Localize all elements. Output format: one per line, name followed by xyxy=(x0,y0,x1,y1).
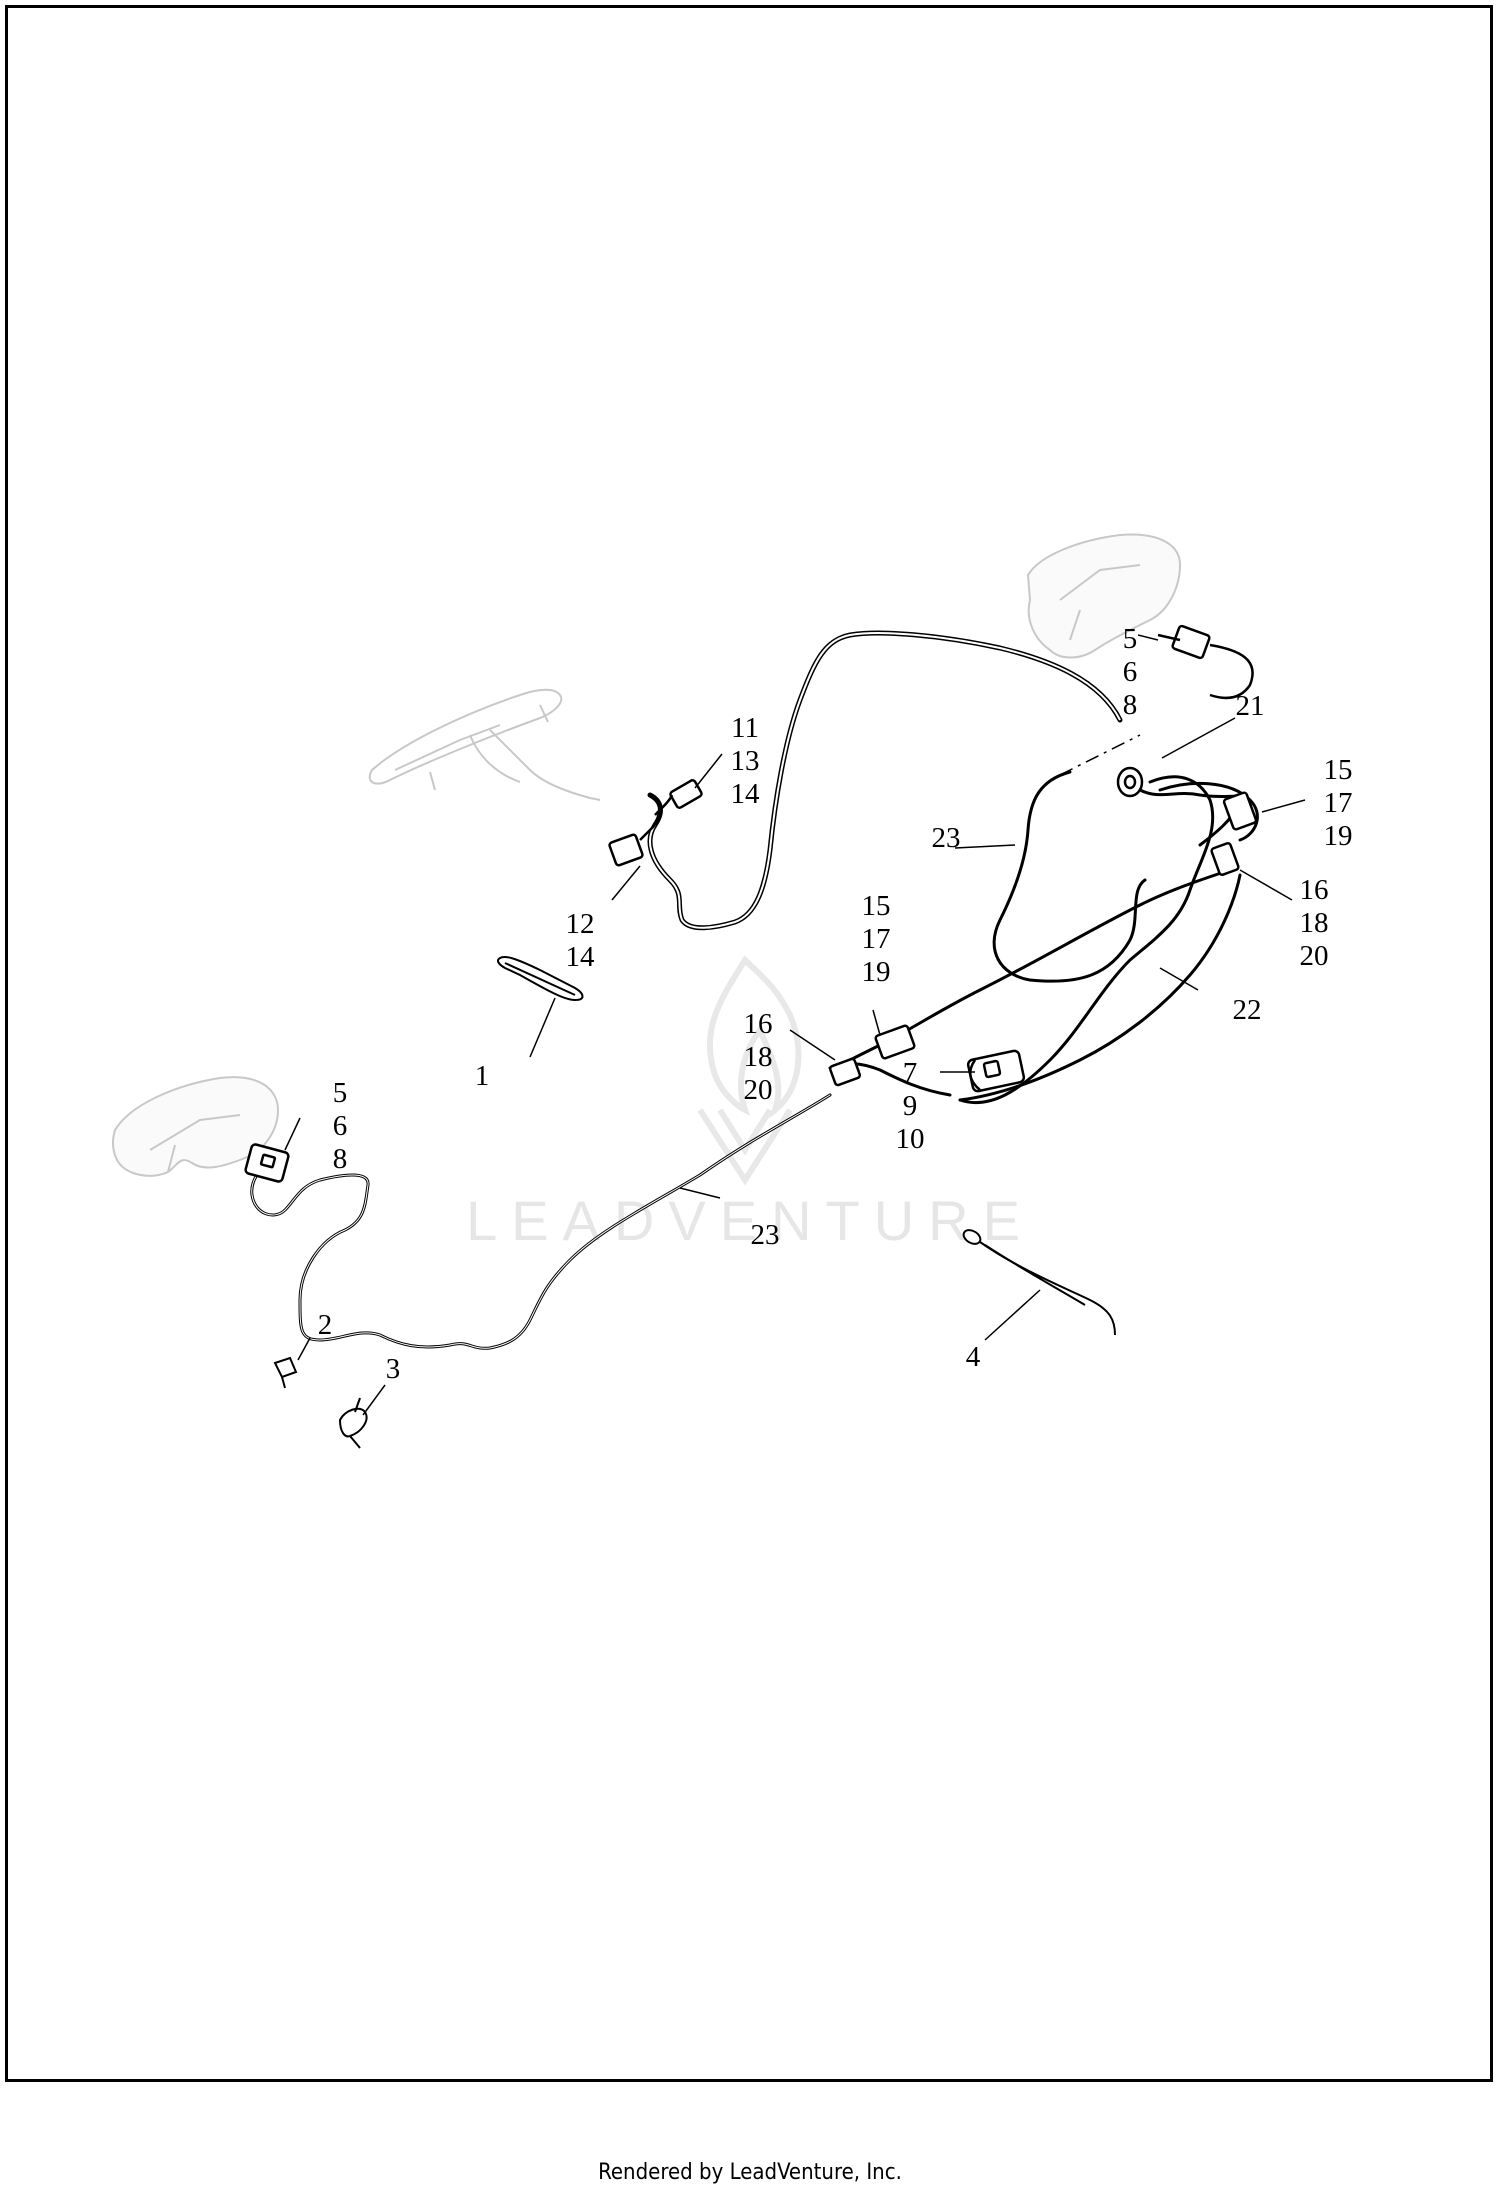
connector-15-17-19-right xyxy=(1222,791,1258,831)
callout-23-bottom: 23 xyxy=(751,1219,780,1251)
wiring-harness-branch-23 xyxy=(992,770,1147,983)
connector-top-right xyxy=(1157,624,1254,700)
watermark: LEADVENTURE xyxy=(466,955,1034,1252)
callout-3: 3 xyxy=(386,1353,401,1385)
clip-small xyxy=(273,1356,298,1389)
grommet xyxy=(1116,766,1144,798)
callout-22: 22 xyxy=(1233,994,1262,1026)
rear-light-assembly-top-ghost xyxy=(1026,533,1182,659)
connector-left xyxy=(244,1143,290,1183)
watermark-logo-icon xyxy=(697,955,802,1186)
connector-7-9-10 xyxy=(966,1049,1026,1093)
wiring-harness-lower-inner xyxy=(251,1094,831,1349)
callout-1: 1 xyxy=(475,1060,490,1092)
bulb-wire xyxy=(962,1229,1116,1336)
connector-15-17-19-center xyxy=(874,1024,916,1060)
leader-lines xyxy=(284,634,1306,1416)
callout-21: 21 xyxy=(1236,690,1265,722)
callout-2: 2 xyxy=(318,1309,333,1341)
cable-tie xyxy=(496,955,584,1002)
wiring-harness-22 xyxy=(878,775,1259,1105)
connector-16-18-20-right xyxy=(1210,842,1240,876)
diagram-frame xyxy=(5,5,1493,2082)
wiring-harness-upper-inner xyxy=(649,632,1121,929)
connector-11-13-14 xyxy=(654,779,703,816)
footer-credit: Rendered by LeadVenture, Inc. xyxy=(598,2160,902,2185)
license-plate-light-ghost xyxy=(368,688,601,801)
callout-4: 4 xyxy=(966,1341,981,1373)
clip xyxy=(338,1397,368,1449)
connector-16-18-20-center xyxy=(828,1057,862,1087)
watermark-text: LEADVENTURE xyxy=(466,1189,1034,1252)
rear-light-assembly-left-ghost xyxy=(111,1076,280,1177)
callout-23-top: 23 xyxy=(932,822,961,854)
connector-12-14 xyxy=(608,824,656,867)
